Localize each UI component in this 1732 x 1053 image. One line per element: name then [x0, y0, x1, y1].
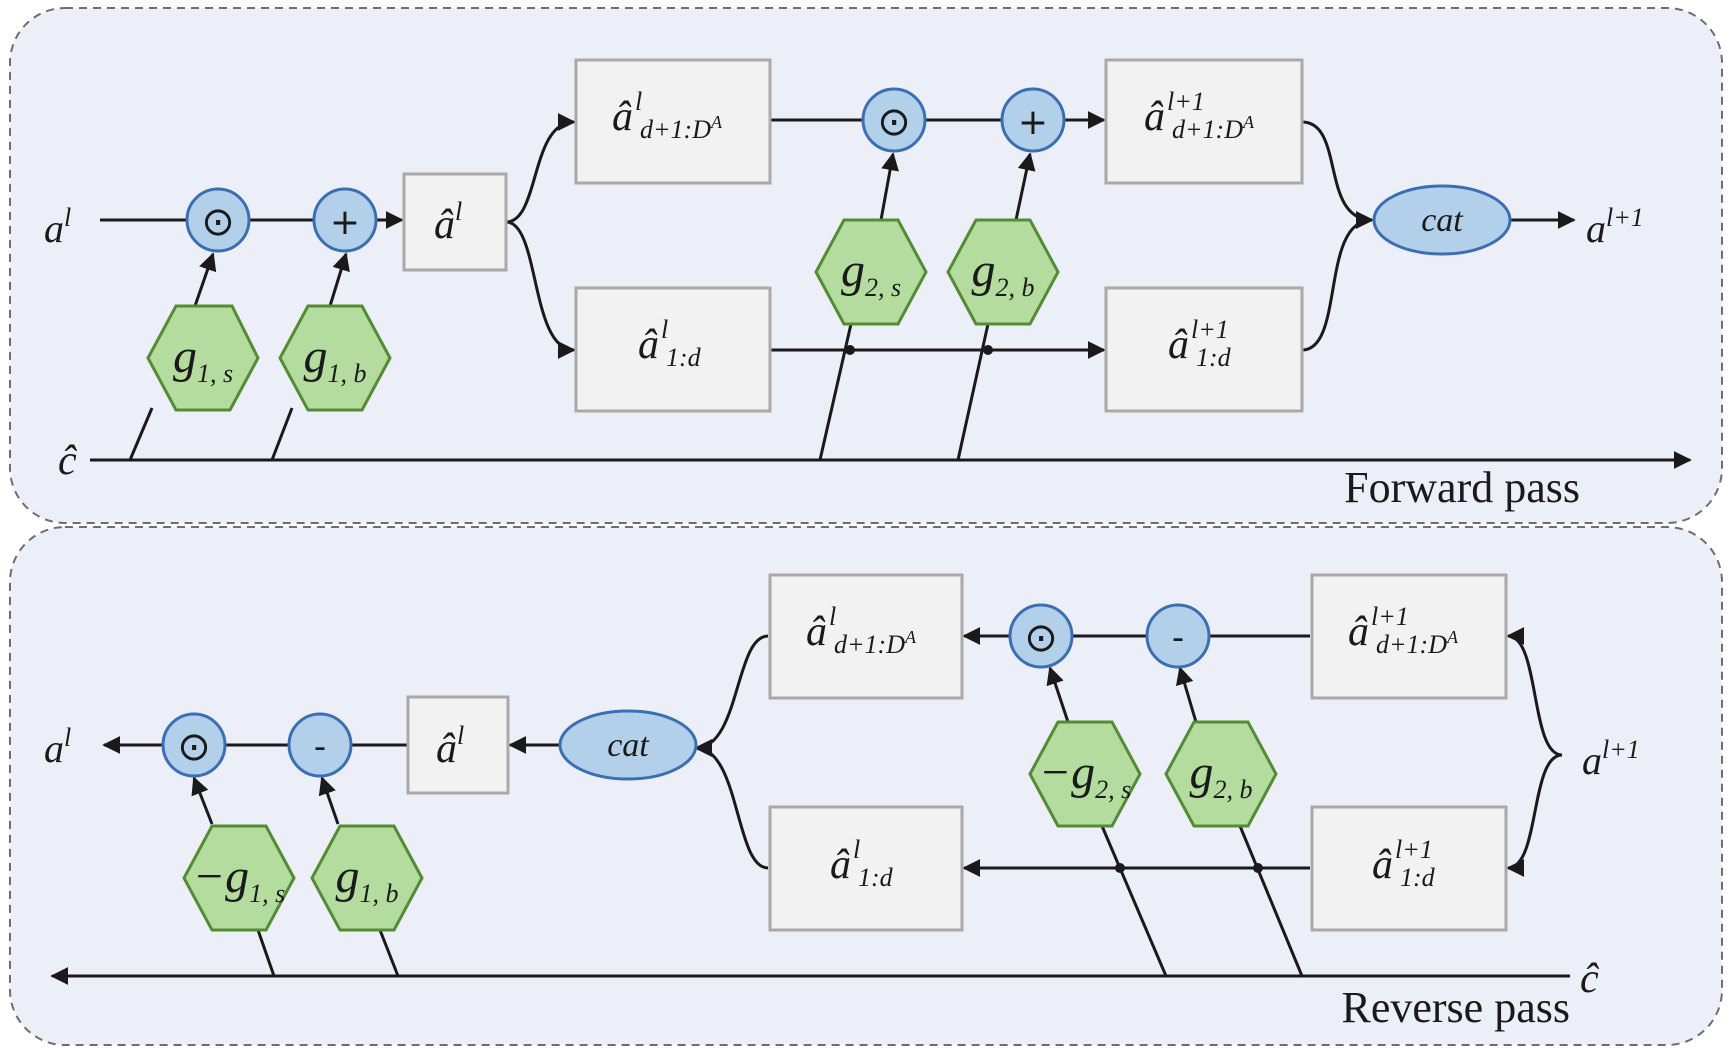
rev-cat-label: cat [607, 727, 650, 764]
junction-dot [1253, 863, 1263, 873]
fwd-gate-g1s-hexagon [146, 304, 260, 412]
junction-dot [983, 345, 993, 355]
rev-op-2-symbol: - [314, 727, 326, 767]
fwd-box-a-hat-l1-upper [1104, 58, 1304, 185]
fwd-box-a-hat-l1-lower [1104, 286, 1304, 413]
fwd-multiply-operator-1 [185, 187, 251, 253]
fwd-cat-label: cat [1421, 202, 1464, 239]
fwd-box-a-hat-l [402, 172, 508, 272]
fwd-cond-label: ĉ [58, 438, 77, 484]
forward-panel: al al+1 ĉ Forward pass ⊙ + ⊙ + cat g1, s… [9, 7, 1723, 524]
fwd-gate-g2b-label: g2, b [972, 244, 1035, 302]
forward-connections [90, 111, 1692, 469]
reverse-panel: al al+1 ĉ Reverse pass ⊙ - ⊙ - cat −g1, … [9, 526, 1723, 1046]
fwd-gate-g1b-hexagon [278, 304, 392, 412]
junction-dot [1115, 863, 1125, 873]
fwd-multiply-operator-2 [861, 87, 927, 153]
rev-op-3-symbol: ⊙ [1024, 615, 1058, 661]
rev-gate-g2s-label: −g2, s [1039, 746, 1132, 804]
rev-multiply-operator-2 [1008, 603, 1074, 669]
rev-gate-g2b-label: g2, b [1190, 746, 1253, 804]
fwd-box-a-hat-l-upper [574, 58, 772, 185]
rev-cat-node [558, 709, 698, 781]
fwd-caption: Forward pass [1344, 463, 1580, 512]
fwd-gate-g2s-hexagon [814, 218, 928, 326]
rev-subtract-operator-2 [1145, 603, 1211, 669]
junction-dot [845, 345, 855, 355]
rev-gate-g2b-hexagon [1164, 720, 1278, 828]
fwd-gate-g1b-label: g1, b [304, 330, 367, 388]
rev-caption: Reverse pass [1342, 983, 1571, 1032]
rev-box-a-hat-l-lower [768, 805, 964, 932]
rev-gate-g1b-hexagon [310, 824, 424, 932]
rev-box-a-hat-l [406, 695, 510, 795]
rev-gate-g1s-label: −g1, s [193, 850, 286, 908]
fwd-add-operator-2 [1000, 87, 1066, 153]
rev-input-label: al+1 [1582, 735, 1640, 783]
fwd-op-2-symbol: + [330, 202, 360, 243]
rev-box-a-hat-l-upper [768, 573, 964, 700]
fwd-output-label: al+1 [1586, 203, 1644, 251]
rev-gate-g2s-hexagon [1028, 720, 1142, 828]
fwd-op-4-symbol: + [1018, 102, 1048, 143]
fwd-op-1-symbol: ⊙ [201, 199, 235, 245]
fwd-cat-node [1372, 184, 1512, 256]
fwd-box-1-label: âl [434, 197, 462, 248]
rev-gate-g1b-label: g1, b [336, 850, 399, 908]
fwd-input-label: al [44, 203, 71, 251]
rev-op-4-symbol: - [1172, 618, 1184, 658]
fwd-gate-g2b-hexagon [946, 218, 1060, 326]
reverse-connections [50, 627, 1570, 985]
rev-box-a-hat-l1-lower [1310, 805, 1508, 932]
rev-multiply-operator-1 [161, 712, 227, 778]
rev-gate-g1s-hexagon [182, 824, 296, 932]
fwd-gate-g2s-label: g2, s [841, 244, 901, 302]
rev-box-a-hat-l1-upper [1310, 573, 1508, 700]
fwd-op-3-symbol: ⊙ [877, 99, 911, 145]
rev-box-1-label: âl [436, 721, 464, 772]
fwd-gate-g1s-label: g1, s [173, 330, 233, 388]
rev-cond-label: ĉ [1580, 956, 1599, 1002]
fwd-box-a-hat-l-lower [574, 286, 772, 413]
rev-subtract-operator-1 [287, 712, 353, 778]
reverse-panel-bg [9, 526, 1723, 1046]
rev-op-1-symbol: ⊙ [177, 724, 211, 770]
rev-output-label: al [44, 723, 71, 771]
fwd-add-operator-1 [312, 187, 378, 253]
